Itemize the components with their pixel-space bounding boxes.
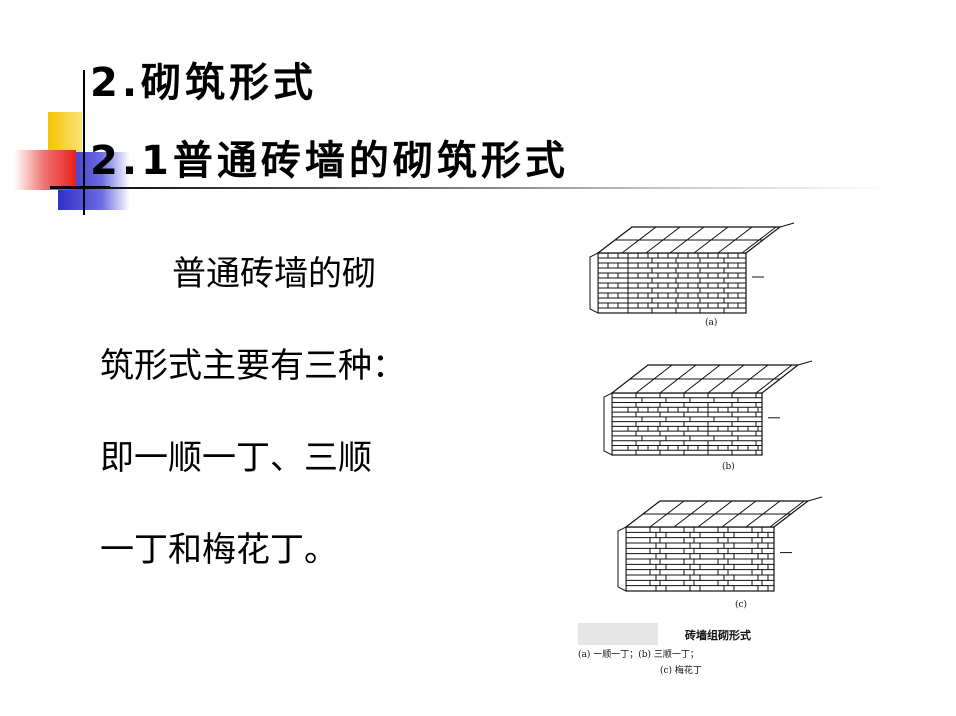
panel-c: (c) (617, 496, 823, 610)
panel-a-label: (a) (705, 317, 717, 328)
slide-title: 2.砌筑形式 (90, 60, 318, 106)
figure-caption: 砖墙组砌形式 (685, 628, 751, 642)
body-paragraph: 普通砖墙的砌 筑形式主要有三种： 即一顺一丁、三顺 一丁和梅花丁。 (100, 246, 480, 614)
brick-bond-figure: (a) (b) (c) 砖墙组砌形式 (a) 一顺一丁；(b) 三顺一丁； (c… (578, 222, 823, 676)
title-underline (50, 187, 890, 189)
body-line: 普通砖墙的砌 (172, 254, 376, 294)
slide-subtitle: 2.1普通砖墙的砌筑形式 (90, 138, 569, 184)
brick-wall-b-illustration (603, 360, 813, 456)
panel-c-label: (c) (735, 599, 747, 610)
body-line: 筑形式主要有三种： (100, 346, 406, 386)
figure-legend-line2: (c) 梅花丁 (660, 664, 702, 676)
body-line: 即一顺一丁、三顺 (100, 438, 372, 478)
corner-decoration-icon (14, 70, 130, 215)
figure-legend-line1: (a) 一顺一丁；(b) 三顺一丁； (578, 649, 699, 660)
body-line: 一丁和梅花丁。 (100, 530, 338, 570)
scan-smudge (578, 623, 658, 645)
brick-wall-a-illustration (589, 222, 795, 314)
panel-b: (b) (603, 360, 813, 472)
panel-a: (a) (589, 222, 795, 328)
panel-b-label: (b) (722, 461, 735, 472)
brick-wall-c-illustration (617, 496, 823, 592)
